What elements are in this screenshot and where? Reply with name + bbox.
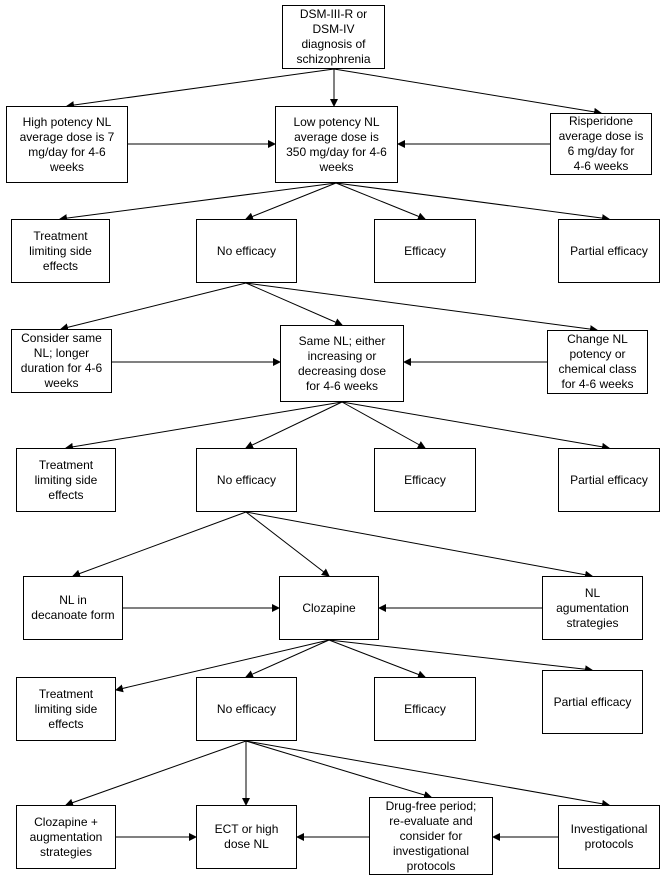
node-treatment-limiting-side-effects-1: Treatment limiting side effects <box>11 219 110 283</box>
node-partial-efficacy-3: Partial efficacy <box>542 670 643 734</box>
node-nl-decanoate: NL in decanoate form <box>23 576 123 640</box>
node-treatment-limiting-side-effects-3: Treatment limiting side effects <box>16 677 116 741</box>
connector-no-efficacy-to-same-nl <box>245 282 343 326</box>
node-change-nl-potency: Change NL potency or chemical class for … <box>547 330 648 394</box>
node-nl-augmentation-strategies: NL agumentation strategies <box>542 576 643 640</box>
connector-low-potency-to-partial <box>335 182 610 223</box>
node-no-efficacy-3: No efficacy <box>196 677 297 741</box>
connector-low-potency-to-efficacy <box>335 182 426 221</box>
connector-same-nl-to-efficacy <box>341 401 426 449</box>
node-clozapine-plus-augmentation: Clozapine + augmentation strategies <box>16 805 116 869</box>
node-ect-or-high-dose: ECT or high dose NL <box>196 805 297 869</box>
node-clozapine: Clozapine <box>279 576 379 640</box>
connector-no-efficacy-to-decanoate <box>72 511 247 578</box>
connector-no-efficacy-to-augmentation <box>245 511 593 579</box>
connector-clozapine-to-efficacy <box>328 639 426 679</box>
node-investigational-protocols: Investigational protocols <box>558 805 660 869</box>
node-treatment-limiting-side-effects-2: Treatment limiting side effects <box>16 448 116 512</box>
connector-no-efficacy-to-drug-free <box>245 740 432 799</box>
node-no-efficacy-1: No efficacy <box>196 219 297 283</box>
connector-clozapine-to-partial <box>328 639 593 674</box>
connector-same-nl-to-no-efficacy <box>245 401 343 449</box>
node-efficacy-2: Efficacy <box>374 448 476 512</box>
node-schizophrenia-diagnosis: DSM-III-R or DSM-IV diagnosis of schizop… <box>282 5 385 69</box>
connector-clozapine-to-no-efficacy <box>245 639 330 678</box>
node-no-efficacy-2: No efficacy <box>196 448 297 512</box>
connector-no-efficacy-to-clozapine <box>245 511 330 577</box>
connector-clozapine-to-side-effects <box>115 639 330 693</box>
node-consider-same-nl: Consider same NL; longer duration for 4-… <box>11 329 112 393</box>
connector-same-nl-to-partial <box>341 401 610 451</box>
node-risperidone: Risperidone average dose is 6 mg/day for… <box>550 113 652 175</box>
node-efficacy-1: Efficacy <box>374 219 476 283</box>
connector-no-efficacy-to-investigational <box>245 740 610 808</box>
node-high-potency-nl: High potency NL average dose is 7 mg/day… <box>6 106 128 183</box>
connector-low-potency-to-side-effects <box>59 182 337 223</box>
connector-no-efficacy-to-change-nl <box>245 282 598 334</box>
connector-root-to-risperidone <box>333 68 602 116</box>
connector-root-to-high-potency <box>66 68 335 110</box>
node-partial-efficacy-2: Partial efficacy <box>558 448 660 512</box>
node-drug-free-period: Drug-free period; re-evaluate and consid… <box>369 797 493 875</box>
connector-no-efficacy-to-clozapine-augmentation <box>65 740 247 807</box>
connector-no-efficacy-to-consider-same <box>60 282 247 332</box>
node-same-nl-dose-change: Same NL; either increasing or decreasing… <box>280 325 404 402</box>
node-partial-efficacy-1: Partial efficacy <box>558 219 660 283</box>
connector-low-potency-to-no-efficacy <box>245 182 337 221</box>
node-low-potency-nl: Low potency NL average dose is 350 mg/da… <box>275 106 398 183</box>
node-efficacy-3: Efficacy <box>374 677 476 741</box>
connector-same-nl-to-side-effects <box>65 401 343 451</box>
